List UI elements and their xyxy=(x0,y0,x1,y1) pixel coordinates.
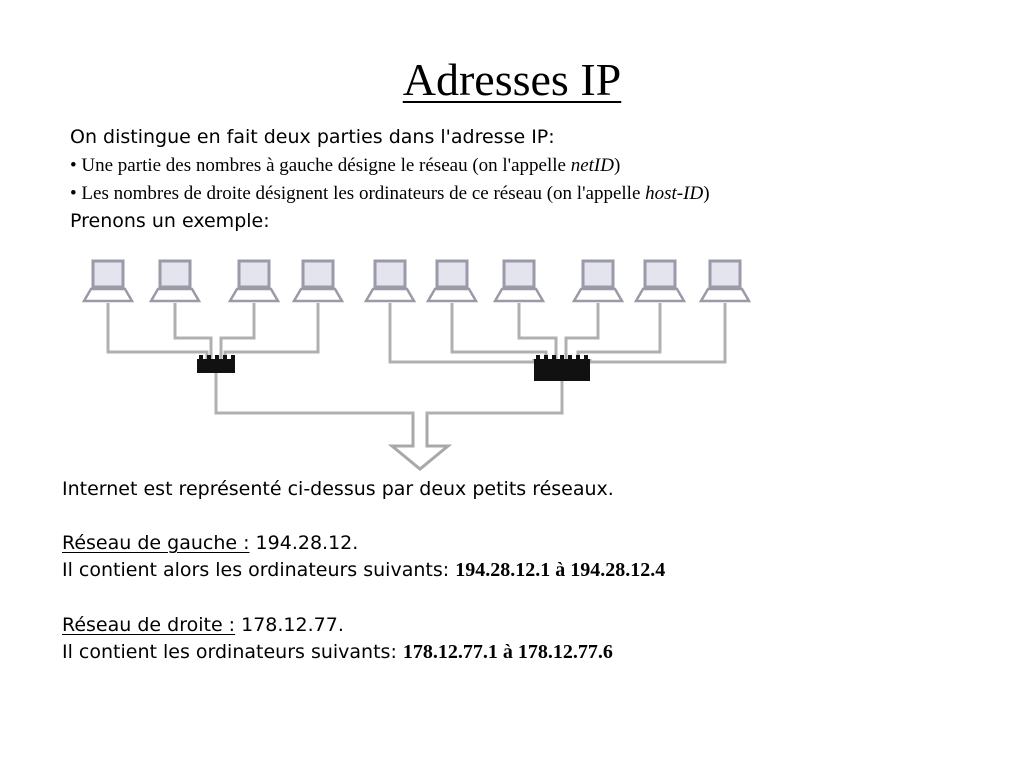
right-range: 178.12.77.1 à 178.12.77.6 xyxy=(402,641,613,663)
summary-line: Internet est représenté ci-dessus par de… xyxy=(62,478,614,500)
bullet-hostid-end: ) xyxy=(703,183,710,204)
right-network-label: Réseau de droite : xyxy=(62,614,236,636)
slide-title-text: Adresses IP xyxy=(402,54,622,105)
right-contains-line: Il contient les ordinateurs suivants: 17… xyxy=(62,641,613,664)
left-network-label: Réseau de gauche : xyxy=(62,532,250,554)
computer-icon xyxy=(227,259,281,303)
computer-icon xyxy=(571,259,625,303)
computers-group xyxy=(81,259,752,303)
left-contains-text: Il contient alors les ordinateurs suivan… xyxy=(62,559,456,581)
right-network-prefix: 178.12.77. xyxy=(235,614,344,636)
internet-arrow-icon xyxy=(387,415,453,471)
hostid-term: host-ID xyxy=(645,183,704,204)
hub-icon xyxy=(197,355,235,373)
bullet-netid-end: ) xyxy=(613,155,621,176)
right-network-line: Réseau de droite : 178.12.77. xyxy=(62,614,344,636)
right-contains-text: Il contient les ordinateurs suivants: xyxy=(62,641,403,663)
example-line: Prenons un exemple: xyxy=(70,210,270,232)
hubs-group xyxy=(197,355,590,381)
intro-line: On distingue en fait deux parties dans l… xyxy=(70,126,555,148)
left-network-prefix: 194.28.12. xyxy=(249,532,359,554)
computer-icon xyxy=(148,259,202,303)
computer-icon xyxy=(425,259,479,303)
network-diagram xyxy=(81,259,752,471)
bullet-netid-text: • Une partie des nombres à gauche désign… xyxy=(70,155,571,176)
left-network-line: Réseau de gauche : 194.28.12. xyxy=(62,532,358,554)
computer-icon xyxy=(363,259,417,303)
slide-title: Adresses IP xyxy=(0,52,1024,108)
bullet-netid: • Une partie des nombres à gauche désign… xyxy=(70,155,620,177)
bullet-hostid: • Les nombres de droite désignent les or… xyxy=(70,183,710,205)
left-contains-line: Il contient alors les ordinateurs suivan… xyxy=(62,559,665,582)
hub-icon xyxy=(534,355,590,381)
computer-icon xyxy=(698,259,752,303)
computer-icon xyxy=(81,259,135,303)
bullet-hostid-text: • Les nombres de droite désignent les or… xyxy=(70,183,646,204)
computer-icon xyxy=(492,259,546,303)
netid-term: netID xyxy=(570,155,614,176)
left-range: 194.28.12.1 à 194.28.12.4 xyxy=(455,559,666,581)
computer-icon xyxy=(291,259,345,303)
computer-icon xyxy=(633,259,687,303)
